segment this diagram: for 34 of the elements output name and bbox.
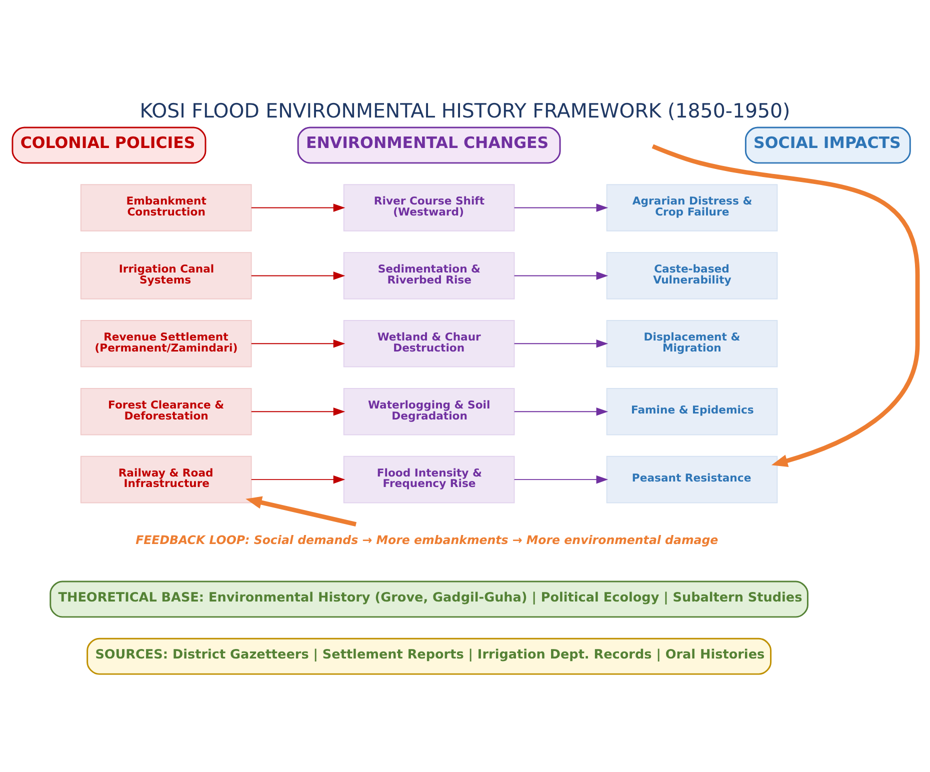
- arrow: [652, 144, 920, 467]
- node-box: River Course Shift (Westward): [343, 184, 515, 232]
- node-box: Peasant Resistance: [606, 456, 778, 504]
- node-box: Displacement & Migration: [606, 320, 778, 368]
- node-box: Forest Clearance & Deforestation: [80, 388, 252, 436]
- node-box: Sedimentation & Riverbed Rise: [343, 252, 515, 300]
- node-box: Waterlogging & Soil Degradation: [343, 388, 515, 436]
- diagram-title: KOSI FLOOD ENVIRONMENTAL HISTORY FRAMEWORK (1850-1950): [140, 100, 790, 123]
- node-box: Wetland & Chaur Destruction: [343, 320, 515, 368]
- arrow: [250, 407, 346, 416]
- arrow: [514, 272, 608, 280]
- arrow: [514, 340, 608, 348]
- node-box: SOCIAL IMPACTS: [744, 126, 911, 164]
- arrow: [250, 475, 346, 484]
- node-box: Flood Intensity & Frequency Rise: [343, 456, 515, 504]
- arrow: [514, 204, 608, 212]
- node-box: SOURCES: District Gazetteers | Settlement Reports | Irrigation Dept. Records | Oral Histories: [86, 638, 772, 675]
- node-box: Railway & Road Infrastructure: [80, 456, 252, 504]
- node-box: Embankment Construction: [80, 184, 252, 232]
- arrow: [514, 475, 608, 484]
- node-box: Revenue Settlement (Permanent/Zamindari): [80, 320, 252, 368]
- node-box: Famine & Epidemics: [606, 388, 778, 436]
- arrow: [246, 496, 357, 526]
- node-box: Agrarian Distress & Crop Failure: [606, 184, 778, 232]
- node-box: COLONIAL POLICIES: [12, 126, 206, 164]
- node-box: ENVIRONMENTAL CHANGES: [297, 126, 561, 164]
- arrow: [514, 407, 608, 416]
- arrow: [250, 272, 346, 280]
- node-box: THEORETICAL BASE: Environmental History (Grove, Gadgil-Guha) | Political Ecology | Subaltern Studies: [50, 580, 808, 618]
- node-box: Irrigation Canal Systems: [80, 252, 252, 300]
- arrow: [250, 340, 346, 348]
- node-box: Caste-based Vulnerability: [606, 252, 778, 300]
- arrow: [250, 204, 346, 212]
- node-text: FEEDBACK LOOP: Social demands → More embankments → More environmental damage: [136, 533, 718, 548]
